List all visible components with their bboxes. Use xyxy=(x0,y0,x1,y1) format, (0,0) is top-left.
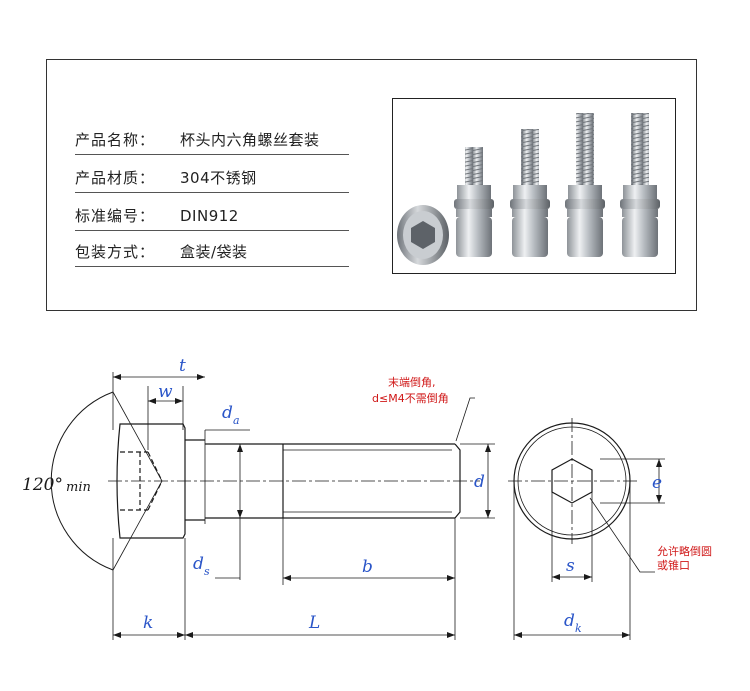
spec-row-standard: 标准编号： DIN912 xyxy=(75,204,349,231)
dim-label-d: d xyxy=(474,472,485,492)
angle-leader xyxy=(112,391,163,482)
dim-label-L: L xyxy=(308,613,320,633)
spec-row-material: 产品材质： 304不锈钢 xyxy=(75,166,349,193)
spec-value: DIN912 xyxy=(180,207,239,225)
dim-label-s: s xyxy=(566,556,575,576)
angle-arc xyxy=(50,391,114,571)
arrowheads xyxy=(113,374,662,638)
socket-note-2: 或锥口 xyxy=(657,559,690,572)
screw-set-illustration xyxy=(397,113,660,265)
angle-min-label: min xyxy=(66,480,91,495)
end-chamfer-note: 末端倒角, xyxy=(388,375,436,389)
angle-label: 120° xyxy=(22,475,63,495)
spec-value: 盒装/袋装 xyxy=(180,243,248,261)
spec-value: 杯头内六角螺丝套装 xyxy=(180,131,320,149)
socket-note-leader xyxy=(589,497,655,573)
dim-label-b: b xyxy=(362,557,373,577)
hex-socket xyxy=(551,458,593,504)
spec-row-packaging: 包装方式： 盒装/袋装 xyxy=(75,240,349,267)
screw-4 xyxy=(620,113,660,257)
lying-screw-head xyxy=(397,205,449,265)
spec-value: 304不锈钢 xyxy=(180,169,257,187)
angle-leader xyxy=(112,480,163,571)
dim-label-w: w xyxy=(158,382,173,402)
dim-label-dk-sub: k xyxy=(575,622,582,635)
product-info-panel: 产品名称： 杯头内六角螺丝套装 产品材质： 304不锈钢 标准编号： DIN91… xyxy=(46,59,697,311)
dim-label-da-sub: a xyxy=(233,414,240,427)
screw-2 xyxy=(510,129,550,257)
screw-1 xyxy=(454,147,494,257)
spec-label: 标准编号： xyxy=(75,207,156,225)
dim-label-t: t xyxy=(179,356,186,376)
socket-note: 允许略倒圆 xyxy=(657,544,712,558)
spec-row-name: 产品名称： 杯头内六角螺丝套装 xyxy=(75,128,349,155)
product-photo xyxy=(392,98,676,274)
bolt-head-outline xyxy=(116,423,186,539)
spec-label: 包装方式： xyxy=(75,243,156,261)
spec-label: 产品名称： xyxy=(75,131,156,149)
screw-3 xyxy=(565,113,605,257)
dim-label-dk: d xyxy=(564,611,575,631)
dim-label-ds-sub: s xyxy=(204,565,210,578)
end-chamfer-note-2: d≤M4不需倒角 xyxy=(372,392,449,405)
dim-label-da: d xyxy=(222,403,233,423)
dim-label-e: e xyxy=(652,473,662,493)
end-chamfer-leader xyxy=(455,397,475,442)
dim-label-ds: d xyxy=(193,554,204,574)
dim-label-k: k xyxy=(143,613,153,633)
spec-label: 产品材质： xyxy=(75,169,156,187)
